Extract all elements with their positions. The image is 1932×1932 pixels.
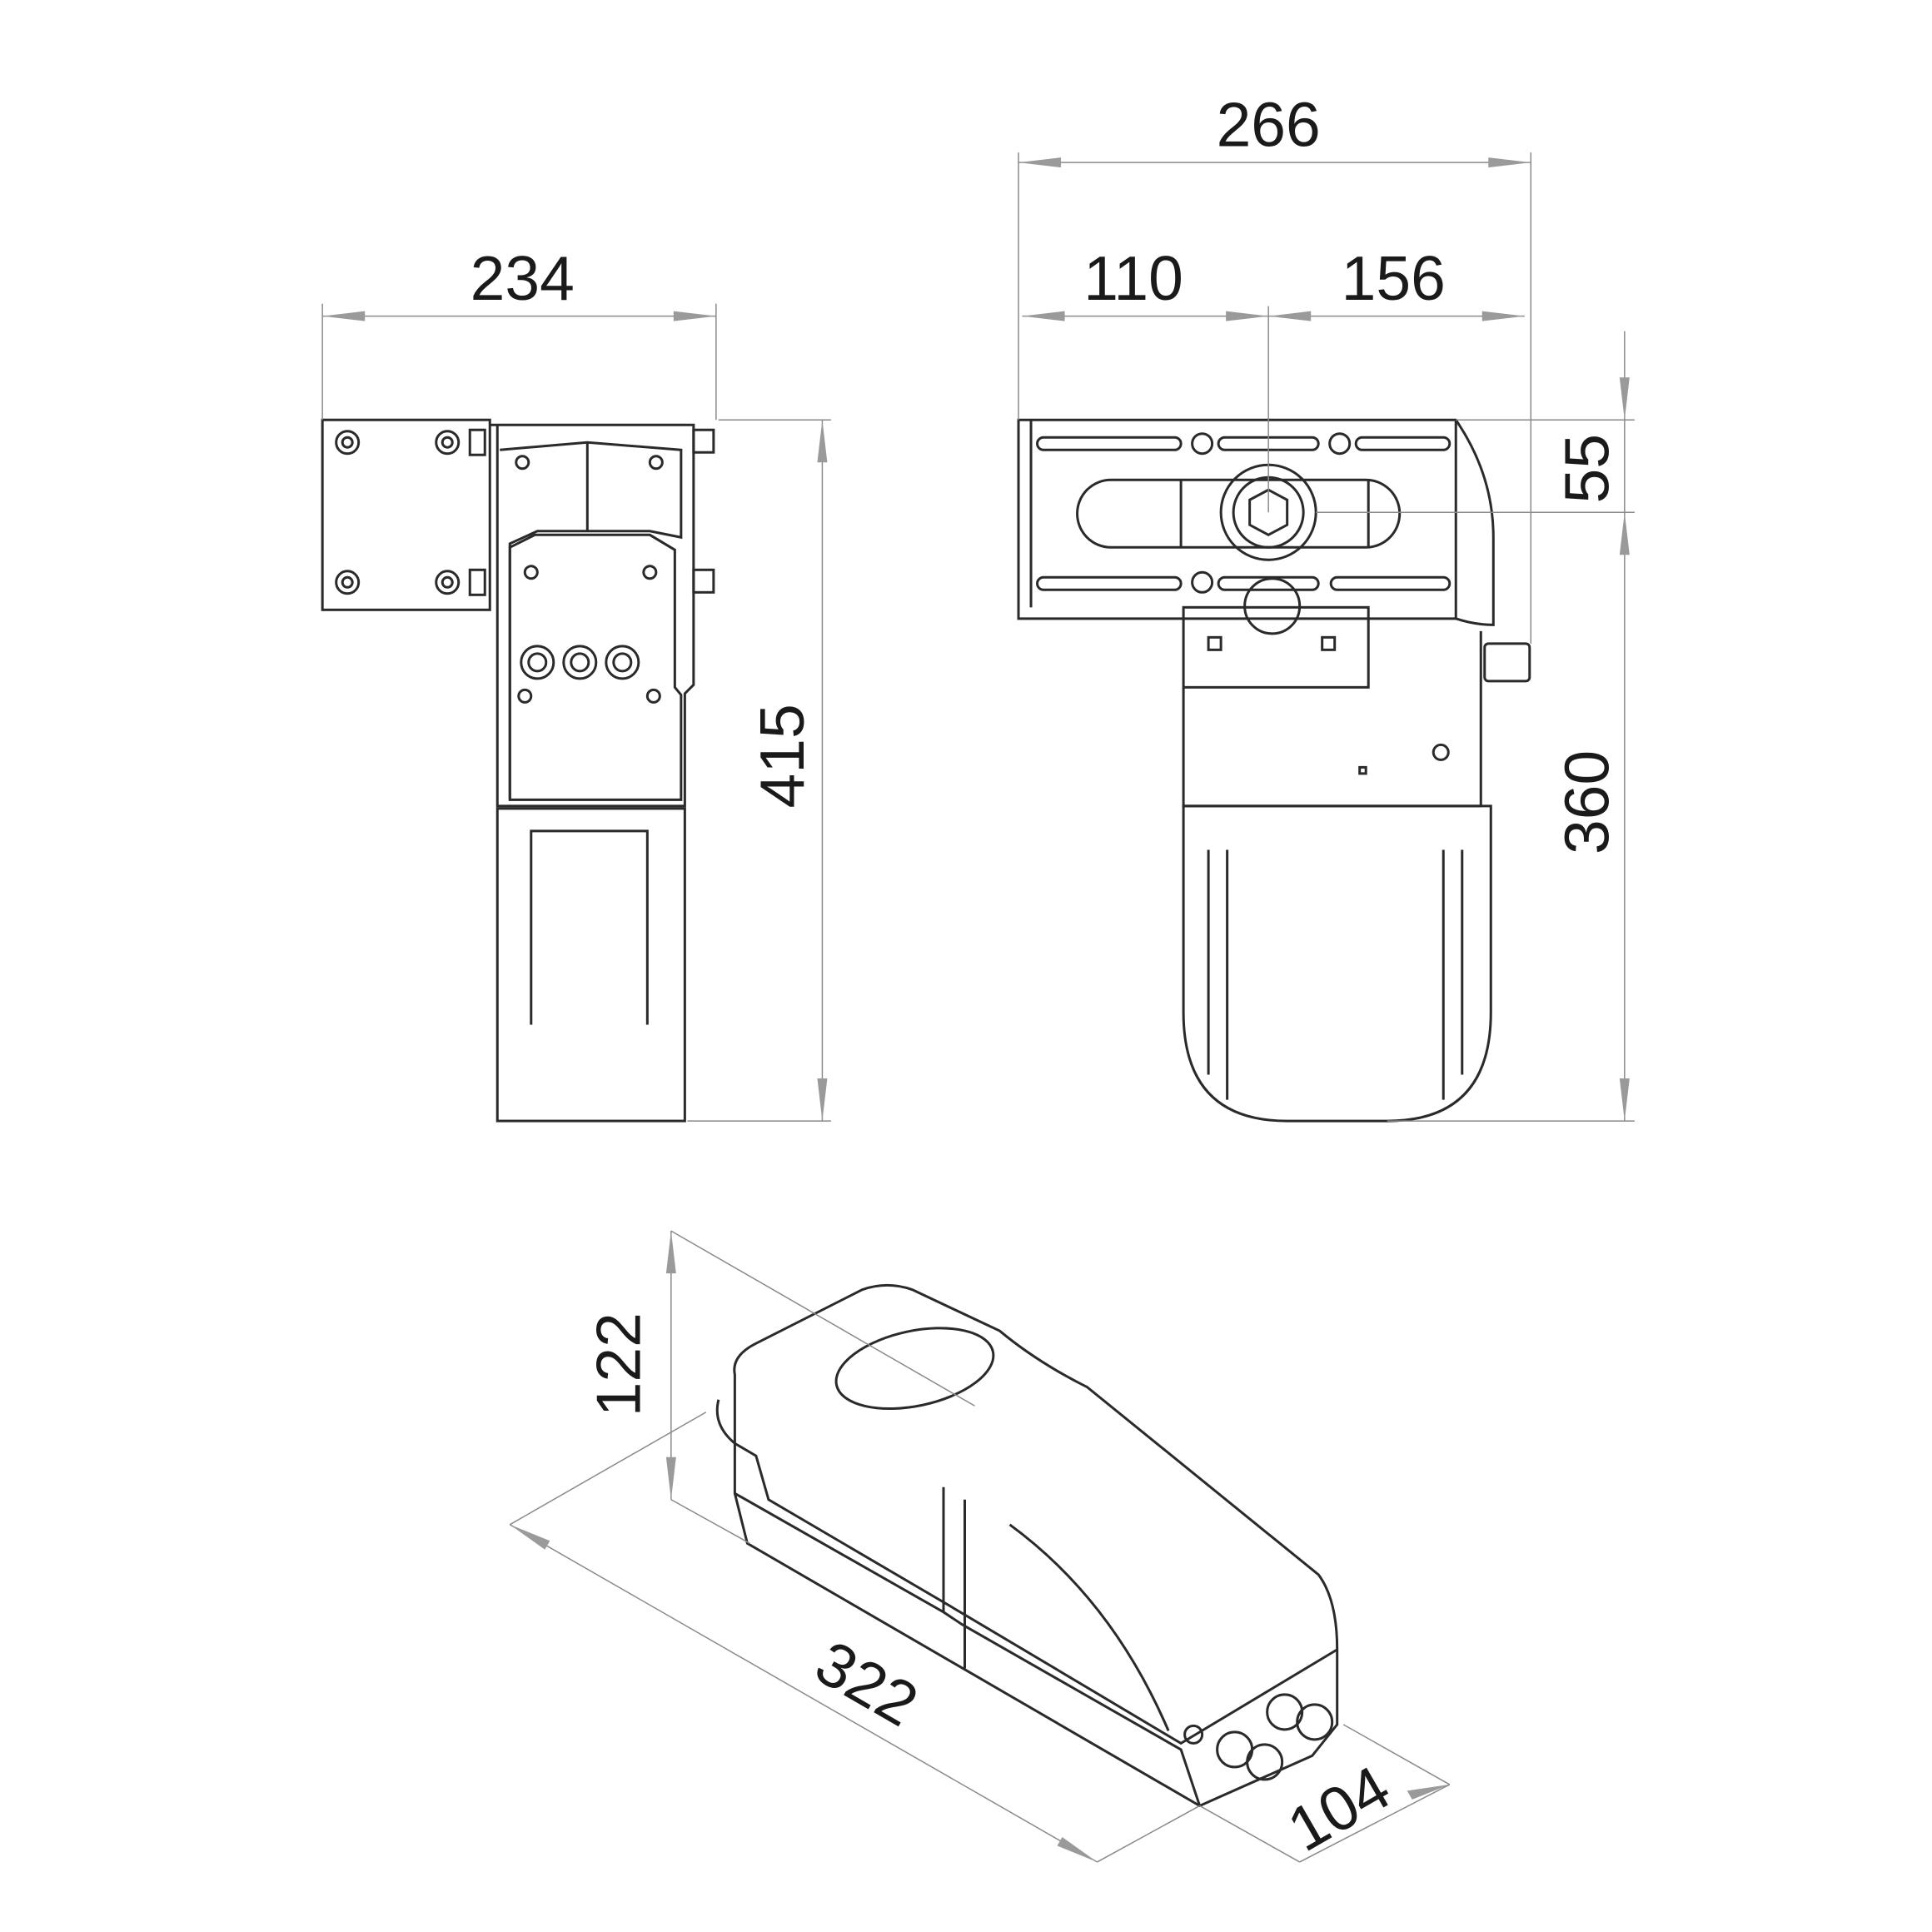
isometric-view [715, 1283, 1339, 1808]
plate-screws [515, 455, 664, 704]
gearbox-housing [495, 807, 686, 1123]
dimension-122: 122 [583, 1230, 975, 1544]
cover-plate [508, 533, 683, 801]
dimension-label-360: 360 [1551, 750, 1621, 854]
slots [1036, 436, 1451, 591]
dimension-label-234: 234 [471, 243, 575, 313]
bracket-bolts [335, 428, 715, 596]
dimension-label-322: 322 [804, 1627, 929, 1740]
dimension-label-104: 104 [1276, 1752, 1401, 1865]
release-cover [834, 1327, 995, 1411]
dimension-415: 415 [687, 419, 831, 1122]
dimension-label-110: 110 [1083, 243, 1183, 313]
iso-cable-glands [1216, 1693, 1334, 1781]
cable-glands [520, 645, 640, 680]
dimension-322: 322 [509, 1412, 1200, 1863]
motor-housing-upper [490, 423, 695, 808]
mounting-bracket-plate [321, 418, 491, 611]
dimension-234: 234 [321, 243, 717, 421]
front-view [1017, 418, 1531, 1123]
dimension-55-360: 55 360 [1316, 331, 1635, 1122]
mounting-plate [1017, 418, 1495, 626]
dimension-label-55: 55 [1551, 434, 1621, 503]
gearbox-housing [1182, 804, 1492, 1123]
dimension-266: 266 [1018, 90, 1532, 644]
side-view [321, 418, 715, 1123]
release-knob [1483, 642, 1531, 683]
dimension-label-156: 156 [1342, 243, 1446, 313]
dimension-104: 104 [1199, 1724, 1451, 1865]
dimension-label-122: 122 [583, 1312, 653, 1417]
dimension-label-266: 266 [1217, 90, 1321, 160]
control-cover [1182, 605, 1370, 689]
dimension-label-415: 415 [747, 704, 817, 808]
operator-body [733, 1283, 1339, 1808]
dimension-110-156: 110 156 [1022, 243, 1525, 513]
